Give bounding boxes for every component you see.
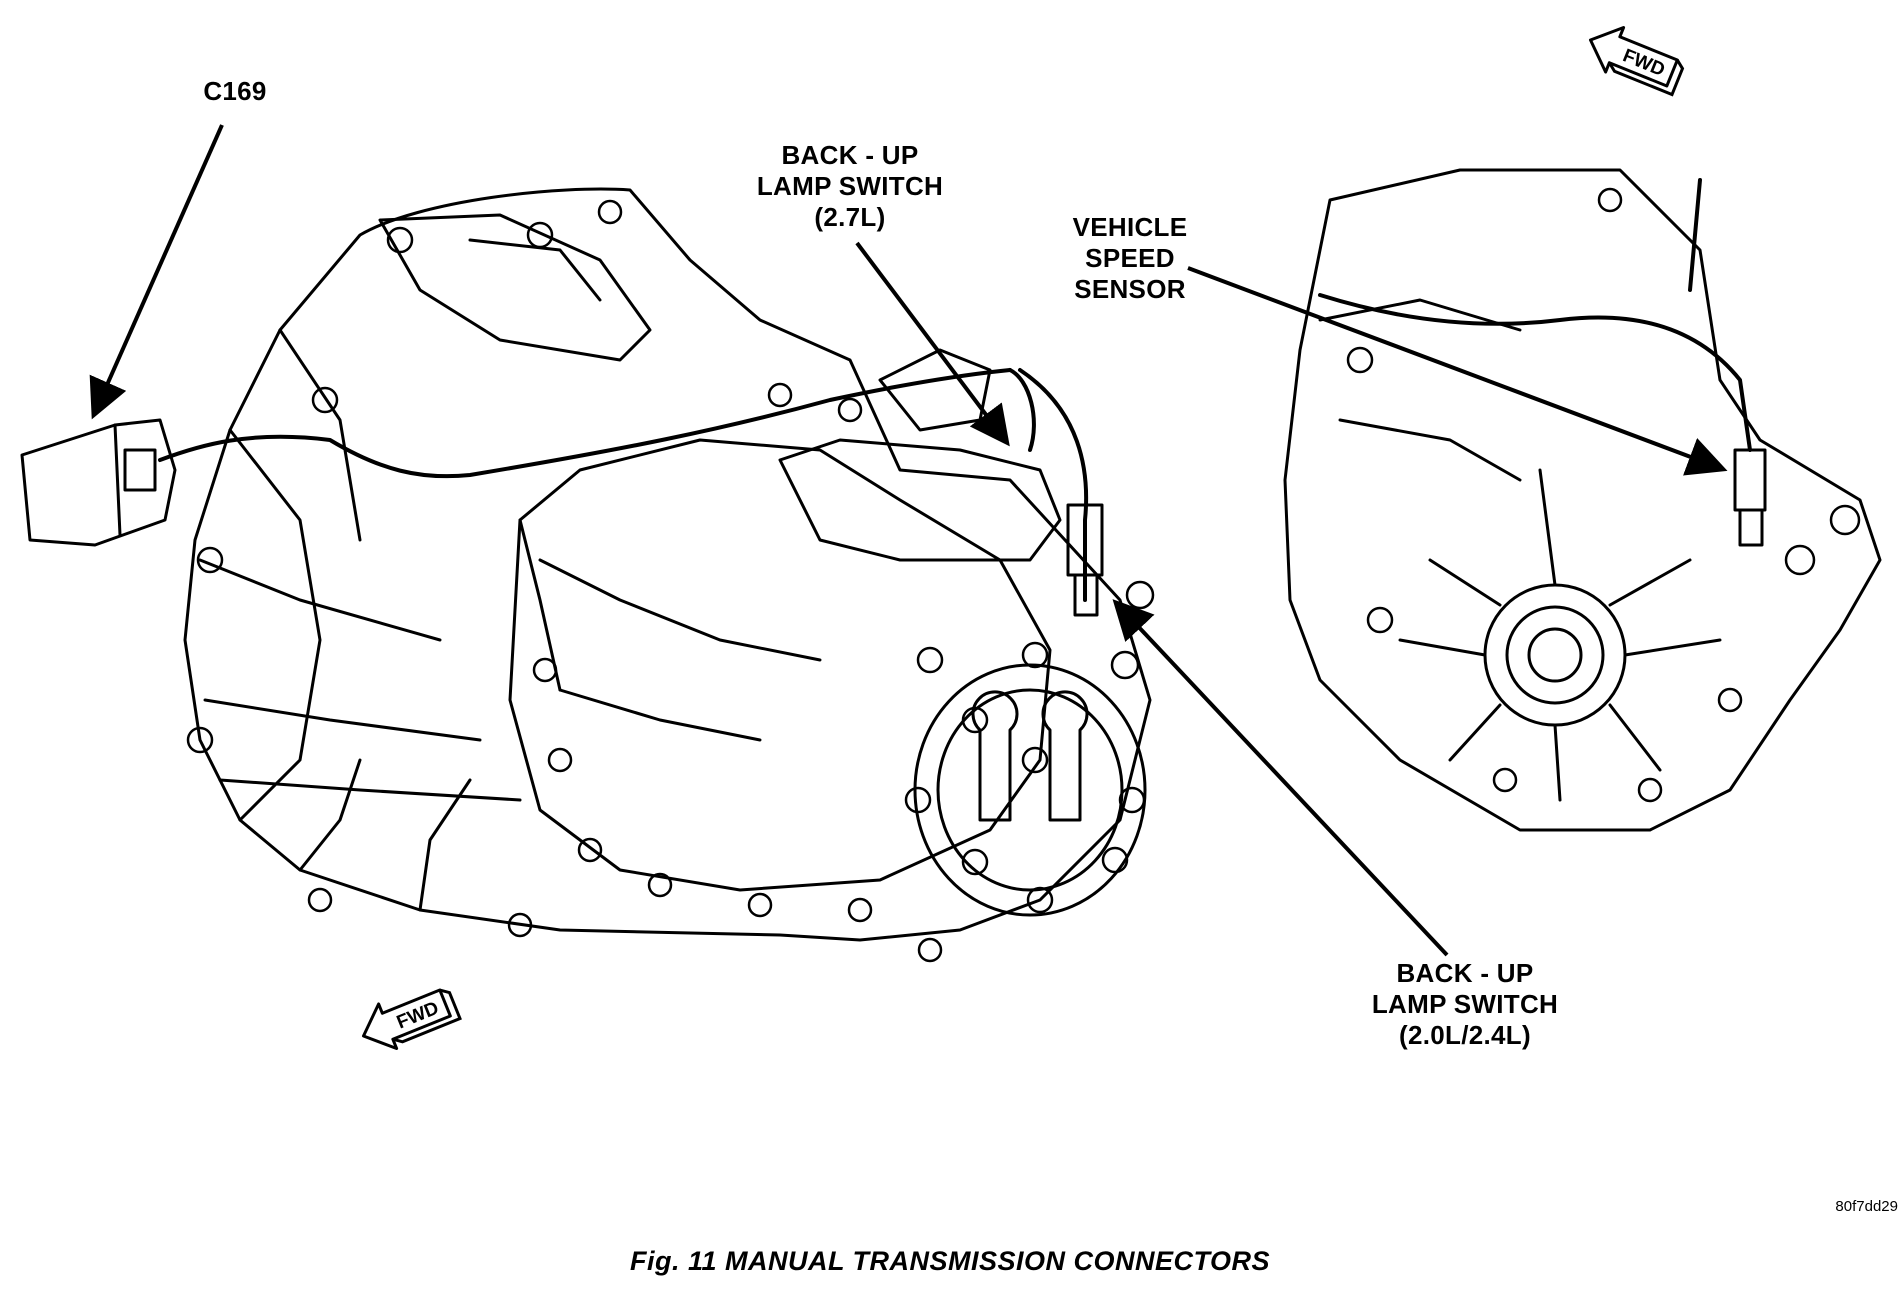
figure-caption: Fig. 11 MANUAL TRANSMISSION CONNECTORS (629, 1246, 1271, 1276)
callout-vehicle-speed-sensor: VEHICLE SPEED SENSOR (1030, 212, 1230, 305)
callout-line: SENSOR (1074, 274, 1186, 304)
transmission-main-drawing (20, 187, 1155, 963)
callout-line: BACK - UP (1396, 958, 1534, 988)
leader-backup-20 (1112, 599, 1449, 957)
callout-c169: C169 (180, 76, 290, 107)
callout-line: (2.7L) (814, 202, 886, 232)
fwd-arrow-top: FWD (1588, 26, 1685, 97)
callout-line: (2.0L/2.4L) (1399, 1020, 1531, 1050)
callout-line: BACK - UP (781, 140, 919, 170)
callout-line: SPEED (1085, 243, 1175, 273)
fwd-arrow-bottom: FWD (361, 988, 462, 1050)
callout-backup-lamp-switch-27: BACK - UP LAMP SWITCH (2.7L) (720, 140, 980, 233)
callout-line: LAMP SWITCH (1371, 989, 1559, 1019)
document-id: 80f7dd29 (1835, 1198, 1898, 1215)
leader-backup-27 (855, 241, 1010, 447)
leader-vss (1187, 266, 1728, 476)
leader-lines (89, 124, 1728, 957)
leader-c169 (89, 124, 224, 420)
callout-c169-text: C169 (203, 76, 267, 106)
callout-line: LAMP SWITCH (756, 171, 944, 201)
callout-line: VEHICLE (1072, 212, 1188, 242)
transmission-detail-drawing (1283, 168, 1882, 832)
callout-backup-lamp-switch-20-24: BACK - UP LAMP SWITCH (2.0L/2.4L) (1320, 958, 1610, 1051)
